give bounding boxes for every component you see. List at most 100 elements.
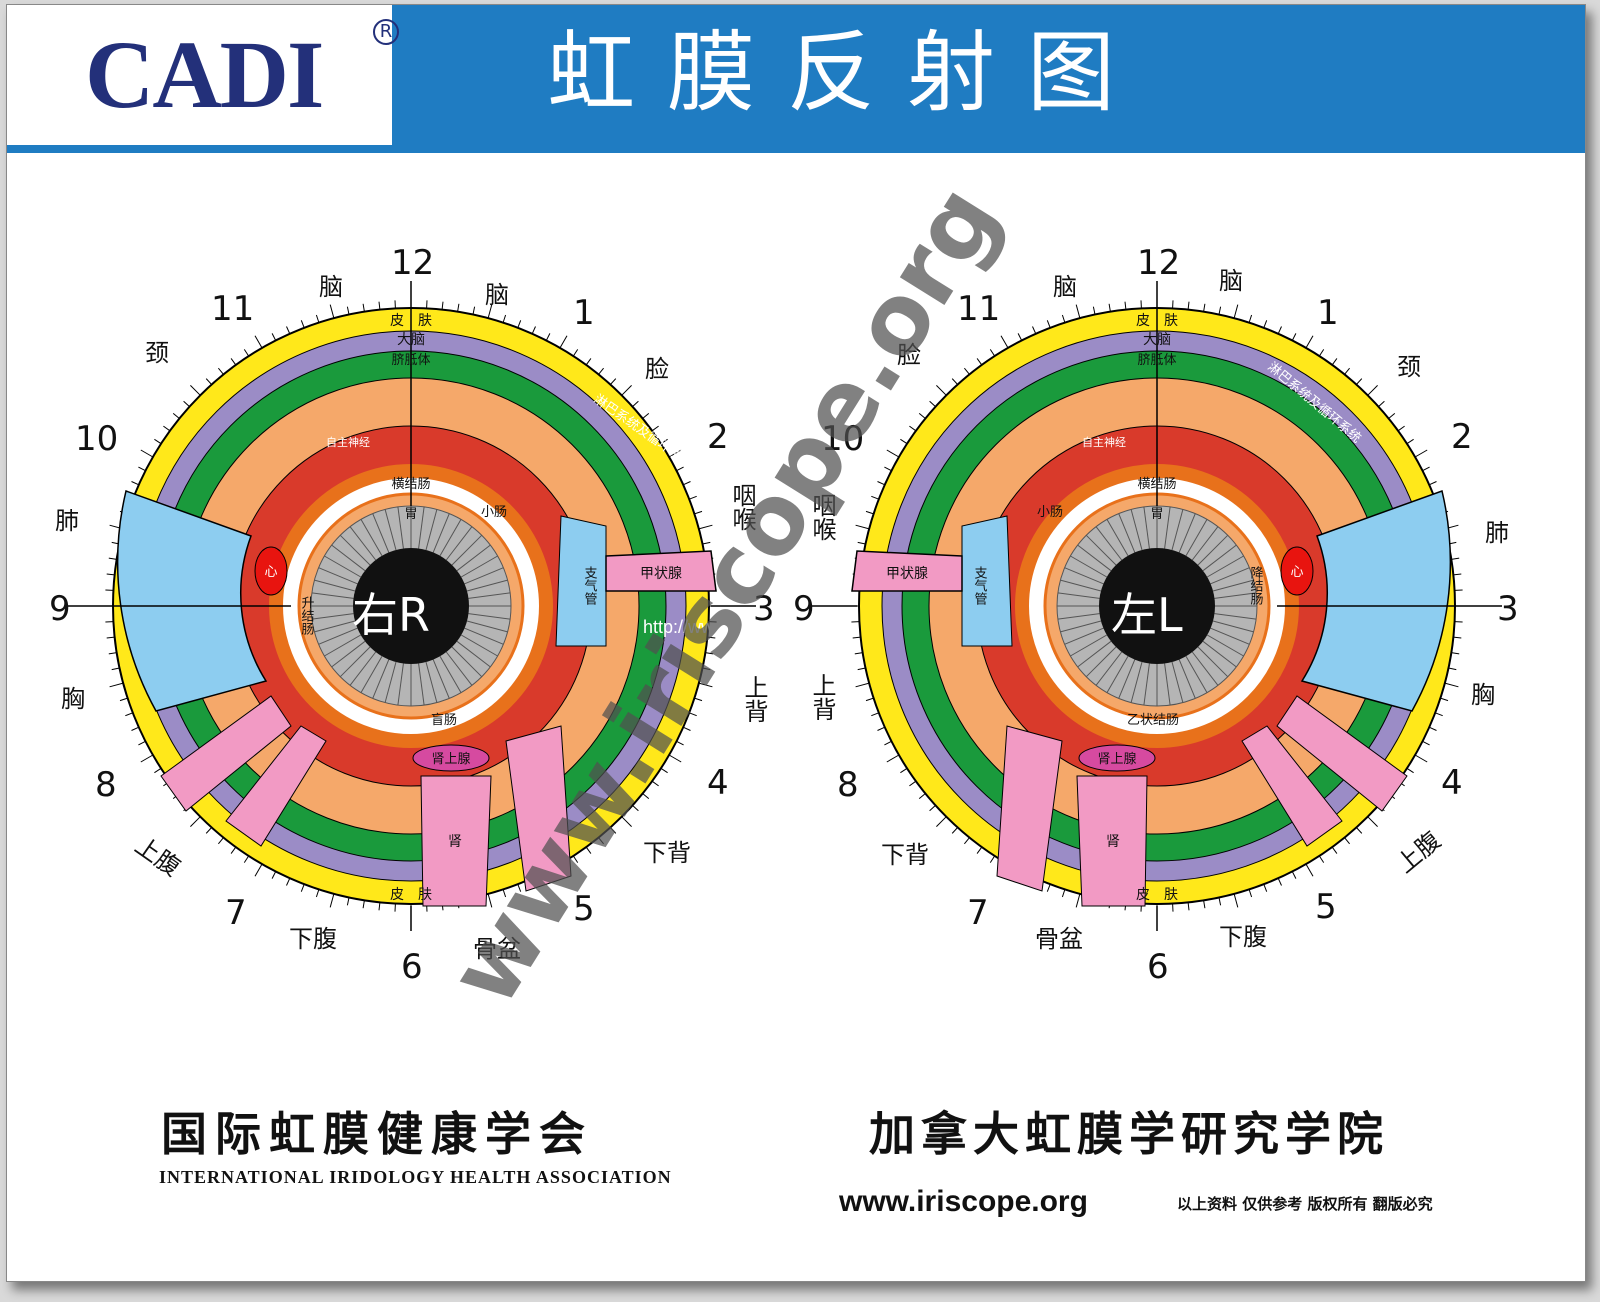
tick-mark [936,816,947,827]
tick-mark [676,466,684,472]
tick-mark [871,495,879,500]
liver-sector [160,695,292,812]
tick-mark [1406,438,1414,445]
kidney-label: 肾 [448,834,462,850]
adrenal-label: 肾上腺 [1097,752,1136,767]
tick-mark [877,726,886,731]
tick-mark [1203,303,1206,312]
tick-mark [1356,378,1363,385]
iris-spoke [464,567,504,585]
tick-mark [1075,304,1081,319]
heart-mark [254,546,288,596]
tick-mark [989,855,996,863]
l-clock-7: 7 [967,893,989,933]
r-region-lower-abdomen: 下腹 [289,925,337,953]
l-region-lower-back: 下背 [881,841,929,869]
iris-spoke [1212,620,1254,633]
iris-spoke [1118,513,1136,553]
tick-mark [1414,449,1428,458]
tick-mark [1305,335,1314,349]
tick-mark [694,697,703,702]
iris-spoke [324,555,362,578]
tick-mark [572,349,579,357]
tick-mark [517,320,522,328]
r-region-throat: 咽喉 [728,483,756,531]
association-name-cn: 国际虹膜健康学会 [161,1107,593,1161]
tick-mark [457,303,460,312]
adrenal-label: 肾上腺 [431,752,470,767]
iris-spoke [331,544,366,572]
iris-spoke [1178,659,1196,699]
iris-spoke [318,567,358,585]
tick-mark [1331,846,1338,854]
r-clock-8: 8 [95,765,117,805]
tick-mark [1046,320,1051,328]
tick-mark [472,306,476,315]
tick-mark [865,697,874,702]
iris-spoke [1214,613,1257,620]
skin-bottom-label: 皮 肤 [390,887,432,903]
l-region-brain-right: 脑 [1219,267,1243,295]
tick-mark [682,481,691,486]
tick-mark [1233,893,1239,908]
tick-mark [936,385,947,396]
tick-mark [660,767,668,774]
tick-mark [205,378,212,385]
tick-mark [682,726,691,731]
lung-chest-sector [116,490,268,712]
iris-spoke [1064,567,1104,585]
heart-label: 心 [1290,565,1303,580]
tick-mark [698,682,713,688]
tick-mark [218,837,224,845]
iris-spoke [384,509,397,551]
footer-url[interactable]: www.iriscope.org [839,1185,1088,1218]
logo-area: CADI R [7,5,399,145]
tick-mark [1046,884,1051,892]
tick-mark [1305,863,1314,877]
r-clock-12: 12 [391,243,435,283]
tick-mark [900,438,908,445]
tick-mark [694,510,703,515]
iris-spoke [466,620,508,633]
bronchus-label: 支气管 [972,566,988,606]
association-name-en: INTERNATIONAL IRIDOLOGY HEALTH ASSOCIATI… [159,1167,672,1187]
tick-mark [598,367,604,375]
tick-mark [1440,697,1449,702]
iris-spoke [460,555,498,578]
l-clock-4: 4 [1441,763,1463,803]
tick-mark [1453,573,1462,576]
iris-spoke [1095,651,1123,686]
tick-mark [964,837,970,845]
tick-mark [621,816,632,827]
tick-mark [271,871,277,879]
tick-mark [286,326,291,335]
iris-spoke [1060,620,1102,633]
tick-mark [254,863,263,877]
tick-mark [855,524,870,530]
r-clock-2: 2 [707,417,729,457]
iris-spoke [1191,651,1219,686]
iris-spoke [1143,506,1150,549]
tick-mark [855,682,870,688]
tick-mark [300,884,305,892]
appendix-label: 盲肠 [431,712,457,728]
iris-spoke [468,592,511,599]
tick-mark [1453,636,1462,639]
right-eye-tick-ring [99,294,723,918]
iris-spoke [1210,627,1250,645]
tick-mark [585,846,592,854]
tick-mark [106,636,115,639]
tick-mark [138,740,146,746]
tick-mark [1422,466,1430,472]
tick-mark [651,780,659,787]
copyright-notice: 以上资料 仅供参考 版权所有 翻版必究 [1177,1195,1433,1213]
iris-spoke [456,640,491,668]
tick-mark [502,889,507,898]
iris-spoke [1130,661,1143,703]
tick-mark [1356,827,1363,834]
iris-spoke [1202,640,1237,668]
descending-colon-label: 降结肠 [1248,566,1264,605]
r-region-brain-left: 脑 [319,273,343,301]
tick-mark [218,367,224,375]
iris-spoke [1106,519,1129,557]
